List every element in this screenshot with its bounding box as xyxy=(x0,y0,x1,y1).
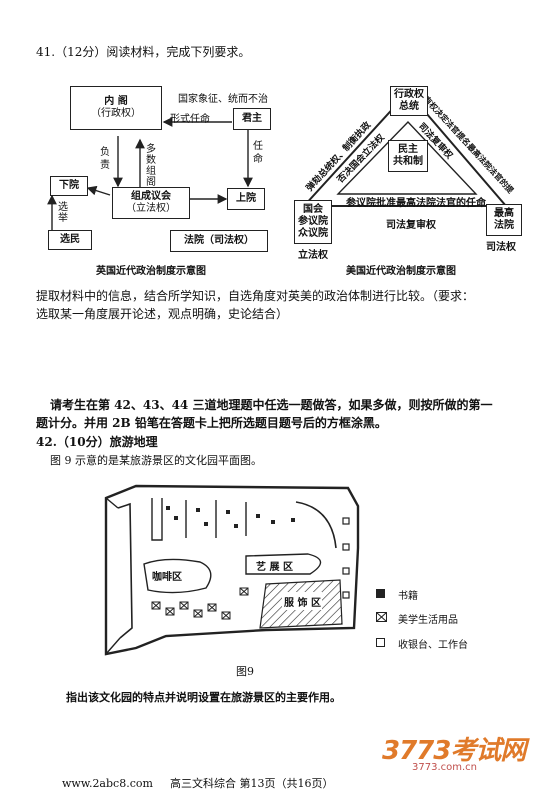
q42-intro: 图 9 示意的是某旅游景区的文化园平面图。 xyxy=(50,454,262,467)
uk-label-appoint: 任命 xyxy=(253,141,263,165)
q41-task-line1: 提取材料中的信息，结合所学知识，自选角度对英美的政治体制进行比较。（要求： xyxy=(36,289,475,303)
us-caption: 美国近代政治制度示意图 xyxy=(346,266,456,277)
uk-monarch-box: 君主 xyxy=(233,108,271,130)
us-congress-l2: 参议院 xyxy=(298,216,328,227)
watermark-logo: 3773考试网 3773.com.cn xyxy=(382,730,542,778)
q41-header: 41.（12分）阅读材料，完成下列要求。 xyxy=(36,45,251,59)
cashier-legend-label: 收银台、工作台 xyxy=(398,640,468,651)
floor-plan-legend: 书籍 美学生活用品 收银台、工作台 xyxy=(376,585,516,655)
uk-voters-box: 选民 xyxy=(48,230,92,250)
uk-label-majority: 多数组阁 xyxy=(146,144,156,188)
uk-parliament-sub: （立法权） xyxy=(126,203,176,214)
us-court-box: 最高 法院 xyxy=(486,204,522,236)
footer-site: www.2abc8.com xyxy=(62,777,153,790)
cashier-legend-icon xyxy=(376,638,385,647)
us-president-sub: 总统 xyxy=(399,101,419,112)
books-legend-icon xyxy=(376,589,385,598)
uk-label-formal: 形式任命 xyxy=(170,114,210,125)
uk-label-symbol: 国家象征、统而不治 xyxy=(178,94,268,105)
uk-lower-house-box: 下院 xyxy=(50,176,88,196)
watermark-url: 3773.com.cn xyxy=(412,762,477,773)
watermark-brand: 3773考试网 xyxy=(382,736,526,766)
uk-diagram-arrows xyxy=(47,117,253,230)
q41-task-line2: 选取某一角度展开论述，观点明确，史论结合） xyxy=(36,307,289,321)
clothing-area-label: 服 饰 区 xyxy=(284,598,321,609)
us-court-l1: 最高 xyxy=(494,208,514,219)
uk-cabinet-title: 内 阁 xyxy=(104,96,128,107)
footer-page: 高三文科综合 第13页（共16页） xyxy=(170,777,334,790)
culture-park-floor-plan: 咖啡区 艺 展 区 服 饰 区 xyxy=(96,478,368,656)
uk-parliament-title: 组成议会 xyxy=(131,191,171,202)
us-president-title: 行政权 xyxy=(394,89,424,100)
figure-9-label: 图9 xyxy=(236,665,254,678)
q42-question: 指出该文化园的特点并说明设置在旅游景区的主要作用。 xyxy=(66,691,341,704)
instructions-line2: 题计分。并用 2B 铅笔在答题卡上把所选题目题号后的方框涂黑。 xyxy=(36,416,387,430)
us-center-l1: 民主 xyxy=(398,144,418,155)
books-legend-label: 书籍 xyxy=(398,591,418,602)
us-bottom-inner-text: 参议院批准最高法院法官的任命 xyxy=(346,198,486,209)
floor-plan-svg xyxy=(104,484,360,656)
lifestyle-legend-icon xyxy=(376,612,387,622)
uk-cabinet-sub: （行政权） xyxy=(91,108,141,119)
uk-parliament-box: 组成议会 （立法权） xyxy=(112,187,190,219)
instructions-line1: 请考生在第 42、43、44 三道地理题中任选一题做答，如果多做，则按所做的第一 xyxy=(50,398,493,412)
exhibition-area-label: 艺 展 区 xyxy=(256,562,293,573)
uk-cabinet-box: 内 阁 （行政权） xyxy=(70,86,162,130)
us-center-box: 民主 共和制 xyxy=(388,140,428,172)
uk-label-responsible: 负责 xyxy=(100,147,110,171)
us-court-below: 司法权 xyxy=(486,242,516,253)
us-political-diagram: 弹劾总统权、制衡执政 否决国会立法权 有权决定法官提名最高法院法官的提名 司法复… xyxy=(290,78,530,278)
uk-upper-house-box: 上院 xyxy=(227,188,265,210)
us-congress-below: 立法权 xyxy=(298,250,328,261)
us-congress-box: 国会 参议院 众议院 xyxy=(294,200,332,244)
us-congress-l1: 国会 xyxy=(303,204,323,215)
uk-caption: 英国近代政治制度示意图 xyxy=(96,266,206,277)
us-congress-l3: 众议院 xyxy=(298,228,328,239)
uk-political-diagram: 内 阁 （行政权） 君主 国家象征、统而不治 形式任命 负责 多数组阁 任命 下… xyxy=(40,78,280,278)
us-bottom-outer-text: 司法复审权 xyxy=(386,220,436,231)
us-center-l2: 共和制 xyxy=(393,156,423,167)
lifestyle-legend-label: 美学生活用品 xyxy=(398,615,458,626)
q42-header: 42.（10分）旅游地理 xyxy=(36,435,158,449)
uk-court-box: 法院（司法权） xyxy=(170,230,268,252)
us-court-l2: 法院 xyxy=(494,220,514,231)
us-president-box: 行政权 总统 xyxy=(390,86,428,116)
cafe-area-label: 咖啡区 xyxy=(152,568,182,583)
uk-label-elect: 选举 xyxy=(58,202,68,224)
